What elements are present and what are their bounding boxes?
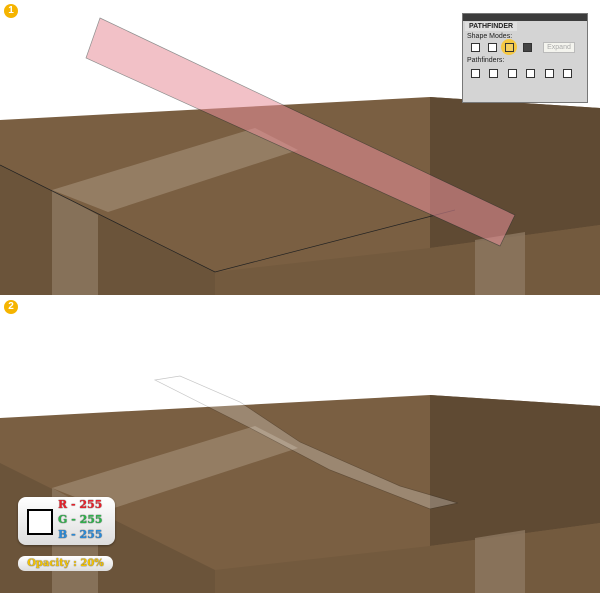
white-swatch [27, 509, 53, 535]
minus-front-icon[interactable] [488, 43, 497, 52]
opacity-badge: Opacity : 20% [18, 556, 113, 571]
pathfinders-label: Pathfinders: [467, 57, 505, 64]
pathfinder-tab[interactable]: PATHFINDER [465, 22, 518, 31]
step-number: 2 [4, 300, 18, 314]
red-value: R - 255 [58, 498, 103, 511]
expand-button[interactable]: Expand [543, 42, 575, 53]
box-artwork [0, 375, 600, 593]
box-artwork [0, 17, 600, 295]
exclude-icon[interactable] [523, 43, 532, 52]
green-value: G - 255 [58, 513, 103, 526]
color-info-card: R - 255 G - 255 B - 255 [18, 497, 115, 545]
step-number: 1 [4, 4, 18, 18]
pathfinder-panel: PATHFINDER Shape Modes: Expand Pathfinde… [462, 13, 588, 103]
blue-value: B - 255 [58, 528, 103, 541]
step-1-illustration: 1 PATHFINDER Shape Modes: Expand Pathfin… [0, 0, 600, 295]
panel-titlebar[interactable] [463, 14, 587, 21]
shape-modes-label: Shape Modes: [467, 33, 513, 40]
divide-icon[interactable] [471, 69, 480, 78]
outline-icon[interactable] [545, 69, 554, 78]
merge-icon[interactable] [508, 69, 517, 78]
unite-icon[interactable] [471, 43, 480, 52]
intersect-icon[interactable] [505, 43, 514, 52]
minus-back-icon[interactable] [563, 69, 572, 78]
trim-icon[interactable] [489, 69, 498, 78]
step-2-illustration: 2 [0, 298, 600, 593]
crop-icon[interactable] [526, 69, 535, 78]
